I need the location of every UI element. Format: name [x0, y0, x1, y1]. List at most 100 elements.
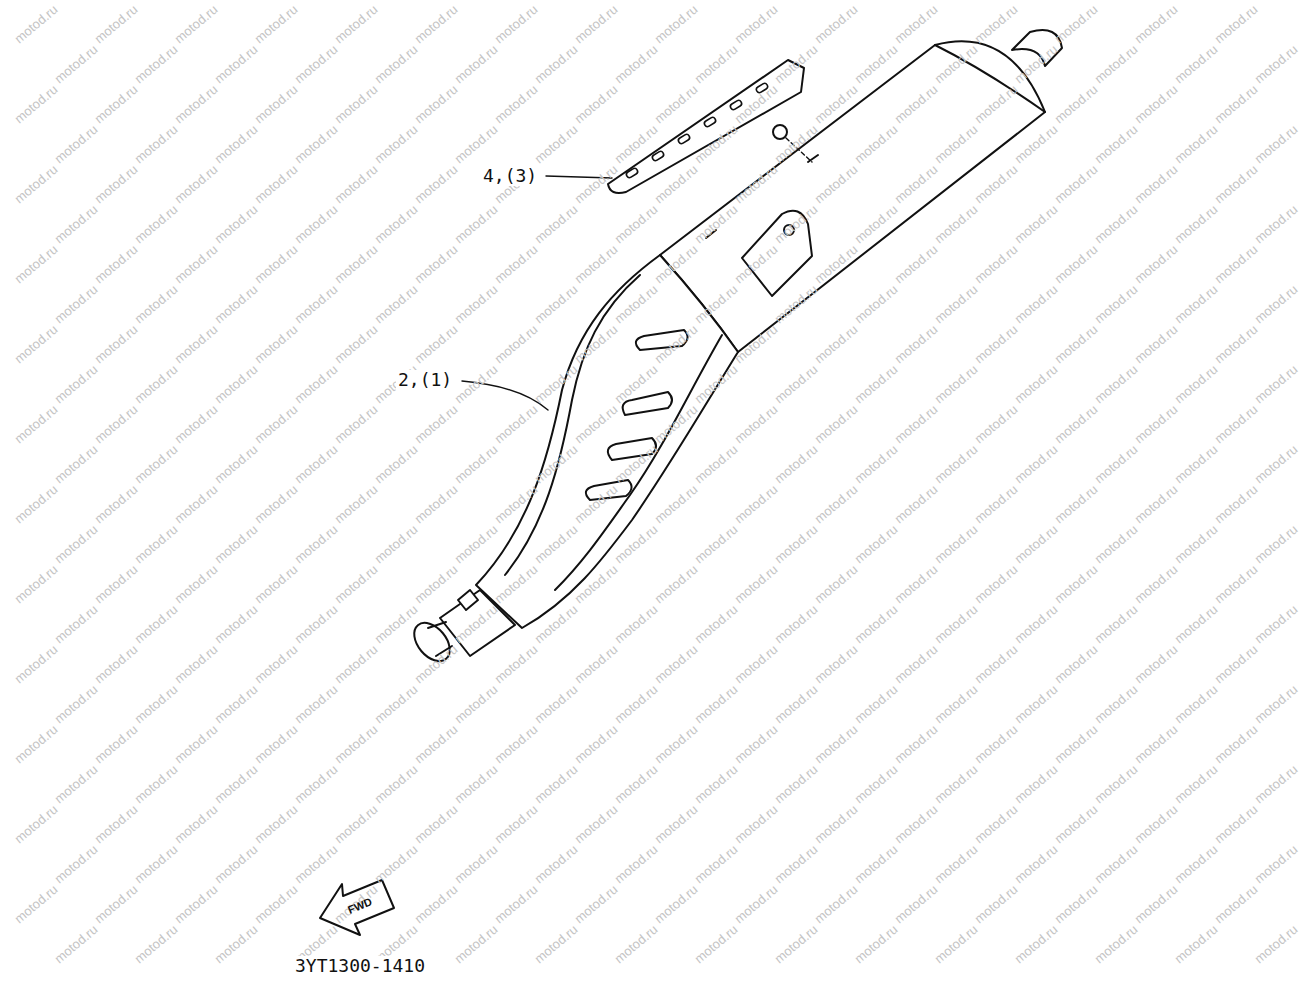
- watermark: motod.ru: [932, 443, 980, 486]
- watermark: motod.ru: [652, 163, 700, 206]
- watermark: motod.ru: [172, 83, 220, 126]
- watermark: motod.ru: [212, 123, 260, 166]
- watermark: motod.ru: [732, 163, 780, 206]
- watermark: motod.ru: [332, 483, 380, 526]
- watermark: motod.ru: [1012, 203, 1060, 246]
- watermark: motod.ru: [52, 523, 100, 566]
- watermark: motod.ru: [812, 323, 860, 366]
- watermark: motod.ru: [812, 3, 860, 46]
- watermark: motod.ru: [732, 883, 780, 926]
- watermark: motod.ru: [972, 803, 1020, 846]
- watermark: motod.ru: [412, 3, 460, 46]
- watermark: motod.ru: [132, 843, 180, 886]
- watermark: motod.ru: [332, 3, 380, 46]
- watermark: motod.ru: [252, 563, 300, 606]
- watermark: motod.ru: [612, 123, 660, 166]
- watermark: motod.ru: [612, 683, 660, 726]
- watermark: motod.ru: [772, 683, 820, 726]
- watermark: motod.ru: [972, 323, 1020, 366]
- watermark: motod.ru: [652, 83, 700, 126]
- watermark: motod.ru: [452, 523, 500, 566]
- watermark: motod.ru: [812, 803, 860, 846]
- watermark: motod.ru: [692, 123, 740, 166]
- watermark: motod.ru: [652, 883, 700, 926]
- watermark: motod.ru: [612, 203, 660, 246]
- watermark: motod.ru: [772, 923, 820, 966]
- watermark: motod.ru: [932, 923, 980, 966]
- watermark: motod.ru: [412, 483, 460, 526]
- watermark: motod.ru: [772, 603, 820, 646]
- watermark: motod.ru: [652, 323, 700, 366]
- watermark: motod.ru: [1132, 83, 1180, 126]
- watermark: motod.ru: [332, 403, 380, 446]
- watermark: motod.ru: [732, 3, 780, 46]
- watermark: motod.ru: [1092, 443, 1140, 486]
- watermark: motod.ru: [492, 3, 540, 46]
- watermark: motod.ru: [652, 243, 700, 286]
- watermark: motod.ru: [292, 283, 340, 326]
- watermark: motod.ru: [52, 283, 100, 326]
- watermark: motod.ru: [732, 403, 780, 446]
- watermark: motod.ru: [1092, 523, 1140, 566]
- watermark: motod.ru: [1172, 43, 1220, 86]
- watermark: motod.ru: [332, 83, 380, 126]
- watermark: motod.ru: [1252, 603, 1300, 646]
- watermark: motod.ru: [52, 763, 100, 806]
- watermark: motod.ru: [492, 403, 540, 446]
- watermark: motod.ru: [132, 203, 180, 246]
- watermark: motod.ru: [1052, 723, 1100, 766]
- watermark: motod.ru: [492, 883, 540, 926]
- watermark: motod.ru: [12, 563, 60, 606]
- watermark: motod.ru: [132, 283, 180, 326]
- watermark: motod.ru: [1052, 883, 1100, 926]
- watermark: motod.ru: [292, 843, 340, 886]
- watermark: motod.ru: [332, 803, 380, 846]
- watermark: motod.ru: [772, 843, 820, 886]
- watermark: motod.ru: [52, 923, 100, 966]
- watermark: motod.ru: [572, 323, 620, 366]
- watermark: motod.ru: [332, 323, 380, 366]
- watermark: motod.ru: [652, 483, 700, 526]
- watermark: motod.ru: [92, 3, 140, 46]
- watermark: motod.ru: [372, 123, 420, 166]
- watermark: motod.ru: [132, 683, 180, 726]
- watermark: motod.ru: [252, 243, 300, 286]
- watermark: motod.ru: [1132, 563, 1180, 606]
- watermark: motod.ru: [572, 883, 620, 926]
- callout-number: 2,(1): [396, 370, 454, 390]
- watermark: motod.ru: [452, 43, 500, 86]
- watermark: motod.ru: [1052, 563, 1100, 606]
- watermark: motod.ru: [1052, 3, 1100, 46]
- watermark: motod.ru: [332, 563, 380, 606]
- watermark: motod.ru: [212, 203, 260, 246]
- watermark: motod.ru: [372, 283, 420, 326]
- watermark: motod.ru: [92, 163, 140, 206]
- watermark: motod.ru: [12, 403, 60, 446]
- watermark: motod.ru: [772, 763, 820, 806]
- watermark: motod.ru: [292, 123, 340, 166]
- watermark: motod.ru: [532, 363, 580, 406]
- watermark: motod.ru: [532, 443, 580, 486]
- watermark: motod.ru: [572, 163, 620, 206]
- watermark: motod.ru: [1052, 243, 1100, 286]
- watermark: motod.ru: [772, 123, 820, 166]
- watermark: motod.ru: [612, 523, 660, 566]
- watermark: motod.ru: [492, 83, 540, 126]
- watermark: motod.ru: [932, 523, 980, 566]
- watermark: motod.ru: [1132, 403, 1180, 446]
- watermark: motod.ru: [132, 763, 180, 806]
- watermark: motod.ru: [812, 563, 860, 606]
- watermark: motod.ru: [212, 603, 260, 646]
- watermark: motod.ru: [252, 643, 300, 686]
- watermark: motod.ru: [172, 723, 220, 766]
- watermark: motod.ru: [1092, 283, 1140, 326]
- watermark: motod.ru: [1172, 843, 1220, 886]
- watermark: motod.ru: [1052, 483, 1100, 526]
- watermark: motod.ru: [412, 403, 460, 446]
- watermark: motod.ru: [372, 603, 420, 646]
- watermark: motod.ru: [1012, 443, 1060, 486]
- watermark: motod.ru: [412, 83, 460, 126]
- watermark: motod.ru: [692, 443, 740, 486]
- watermark: motod.ru: [892, 723, 940, 766]
- watermark: motod.ru: [692, 203, 740, 246]
